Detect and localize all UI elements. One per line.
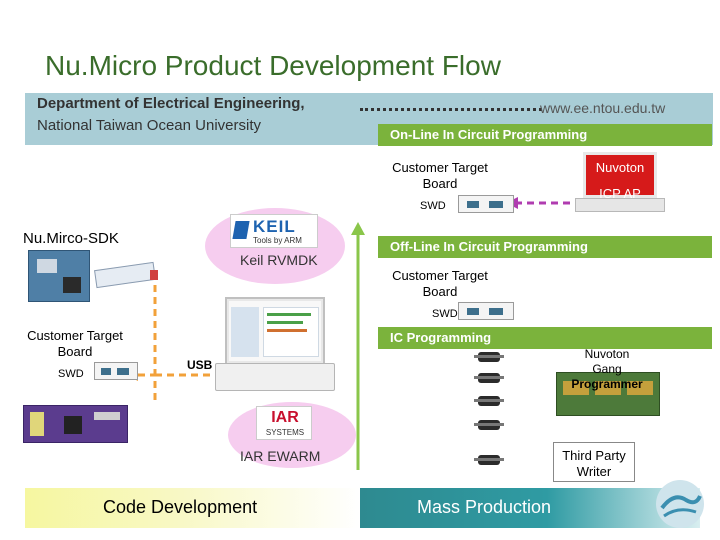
target-board-offline xyxy=(458,302,514,320)
ic-chip xyxy=(474,455,504,465)
gang-programmer-image xyxy=(556,372,660,416)
ic-programming-bar: IC Programming xyxy=(378,327,712,349)
customer-board-label-left: Customer Target Board xyxy=(27,328,123,359)
customer-board-label-online: Customer Target Board xyxy=(392,160,488,191)
laptop-base xyxy=(575,198,665,212)
swd-label-left: SWD xyxy=(58,368,84,380)
swd-label-online: SWD xyxy=(420,200,446,212)
sdk-board-image xyxy=(28,250,90,302)
swd-label-offline: SWD xyxy=(432,308,458,320)
nuvoton-label: Nuvoton xyxy=(595,160,645,175)
online-icp-bar: On-Line In Circuit Programming xyxy=(378,124,712,146)
university-logo-icon xyxy=(656,480,704,528)
target-board-online xyxy=(458,195,514,213)
iar-logo-text: IAR xyxy=(271,409,299,426)
website-url: www.ee.ntou.edu.tw xyxy=(540,100,666,116)
third-party-writer-label: Third Party Writer xyxy=(562,448,626,479)
keil-mark-icon xyxy=(232,221,250,239)
gang-programmer-label: Nuvoton Gang Programmer xyxy=(571,347,643,391)
ic-chip xyxy=(474,352,504,362)
icp-laptop xyxy=(575,152,665,214)
ic-chip xyxy=(474,420,504,430)
target-board-left xyxy=(94,362,138,380)
keil-tagline: Tools by ARM xyxy=(253,236,302,245)
university-name: National Taiwan Ocean University xyxy=(37,117,261,134)
iar-logo: IAR SYSTEMS xyxy=(256,406,312,440)
keil-logo: KEIL Tools by ARM xyxy=(230,214,318,248)
mass-production-band xyxy=(360,488,700,528)
keil-label: Keil RVMDK xyxy=(240,252,318,268)
laptop-screen xyxy=(583,152,657,198)
offline-icp-bar: Off-Line In Circuit Programming xyxy=(378,236,712,258)
department-name: Department of Electrical Engineering, xyxy=(37,95,305,112)
ic-chip xyxy=(474,396,504,406)
green-arrow-up xyxy=(351,222,365,235)
icp-ap-label: ICP AP xyxy=(599,186,641,201)
dev-board-image xyxy=(23,405,128,443)
usb-label: USB xyxy=(187,358,213,372)
pc-base xyxy=(215,363,335,391)
pc-screen xyxy=(225,297,325,365)
keil-logo-text: KEIL xyxy=(253,217,296,236)
iar-tagline: SYSTEMS xyxy=(265,428,305,437)
iar-label: IAR EWARM xyxy=(240,448,321,464)
customer-board-label-offline: Customer Target Board xyxy=(392,268,488,299)
page-title: Nu.Micro Product Development Flow xyxy=(45,50,501,81)
ic-chip xyxy=(474,373,504,383)
code-development-band xyxy=(25,488,360,528)
dotted-leader xyxy=(360,108,542,111)
usb-plug-red xyxy=(150,270,158,280)
sdk-label: Nu.Mirco-SDK xyxy=(23,230,119,247)
third-party-writer-box xyxy=(553,442,635,482)
code-development-label: Code Development xyxy=(103,497,258,517)
mass-production-label: Mass Production xyxy=(417,497,552,517)
